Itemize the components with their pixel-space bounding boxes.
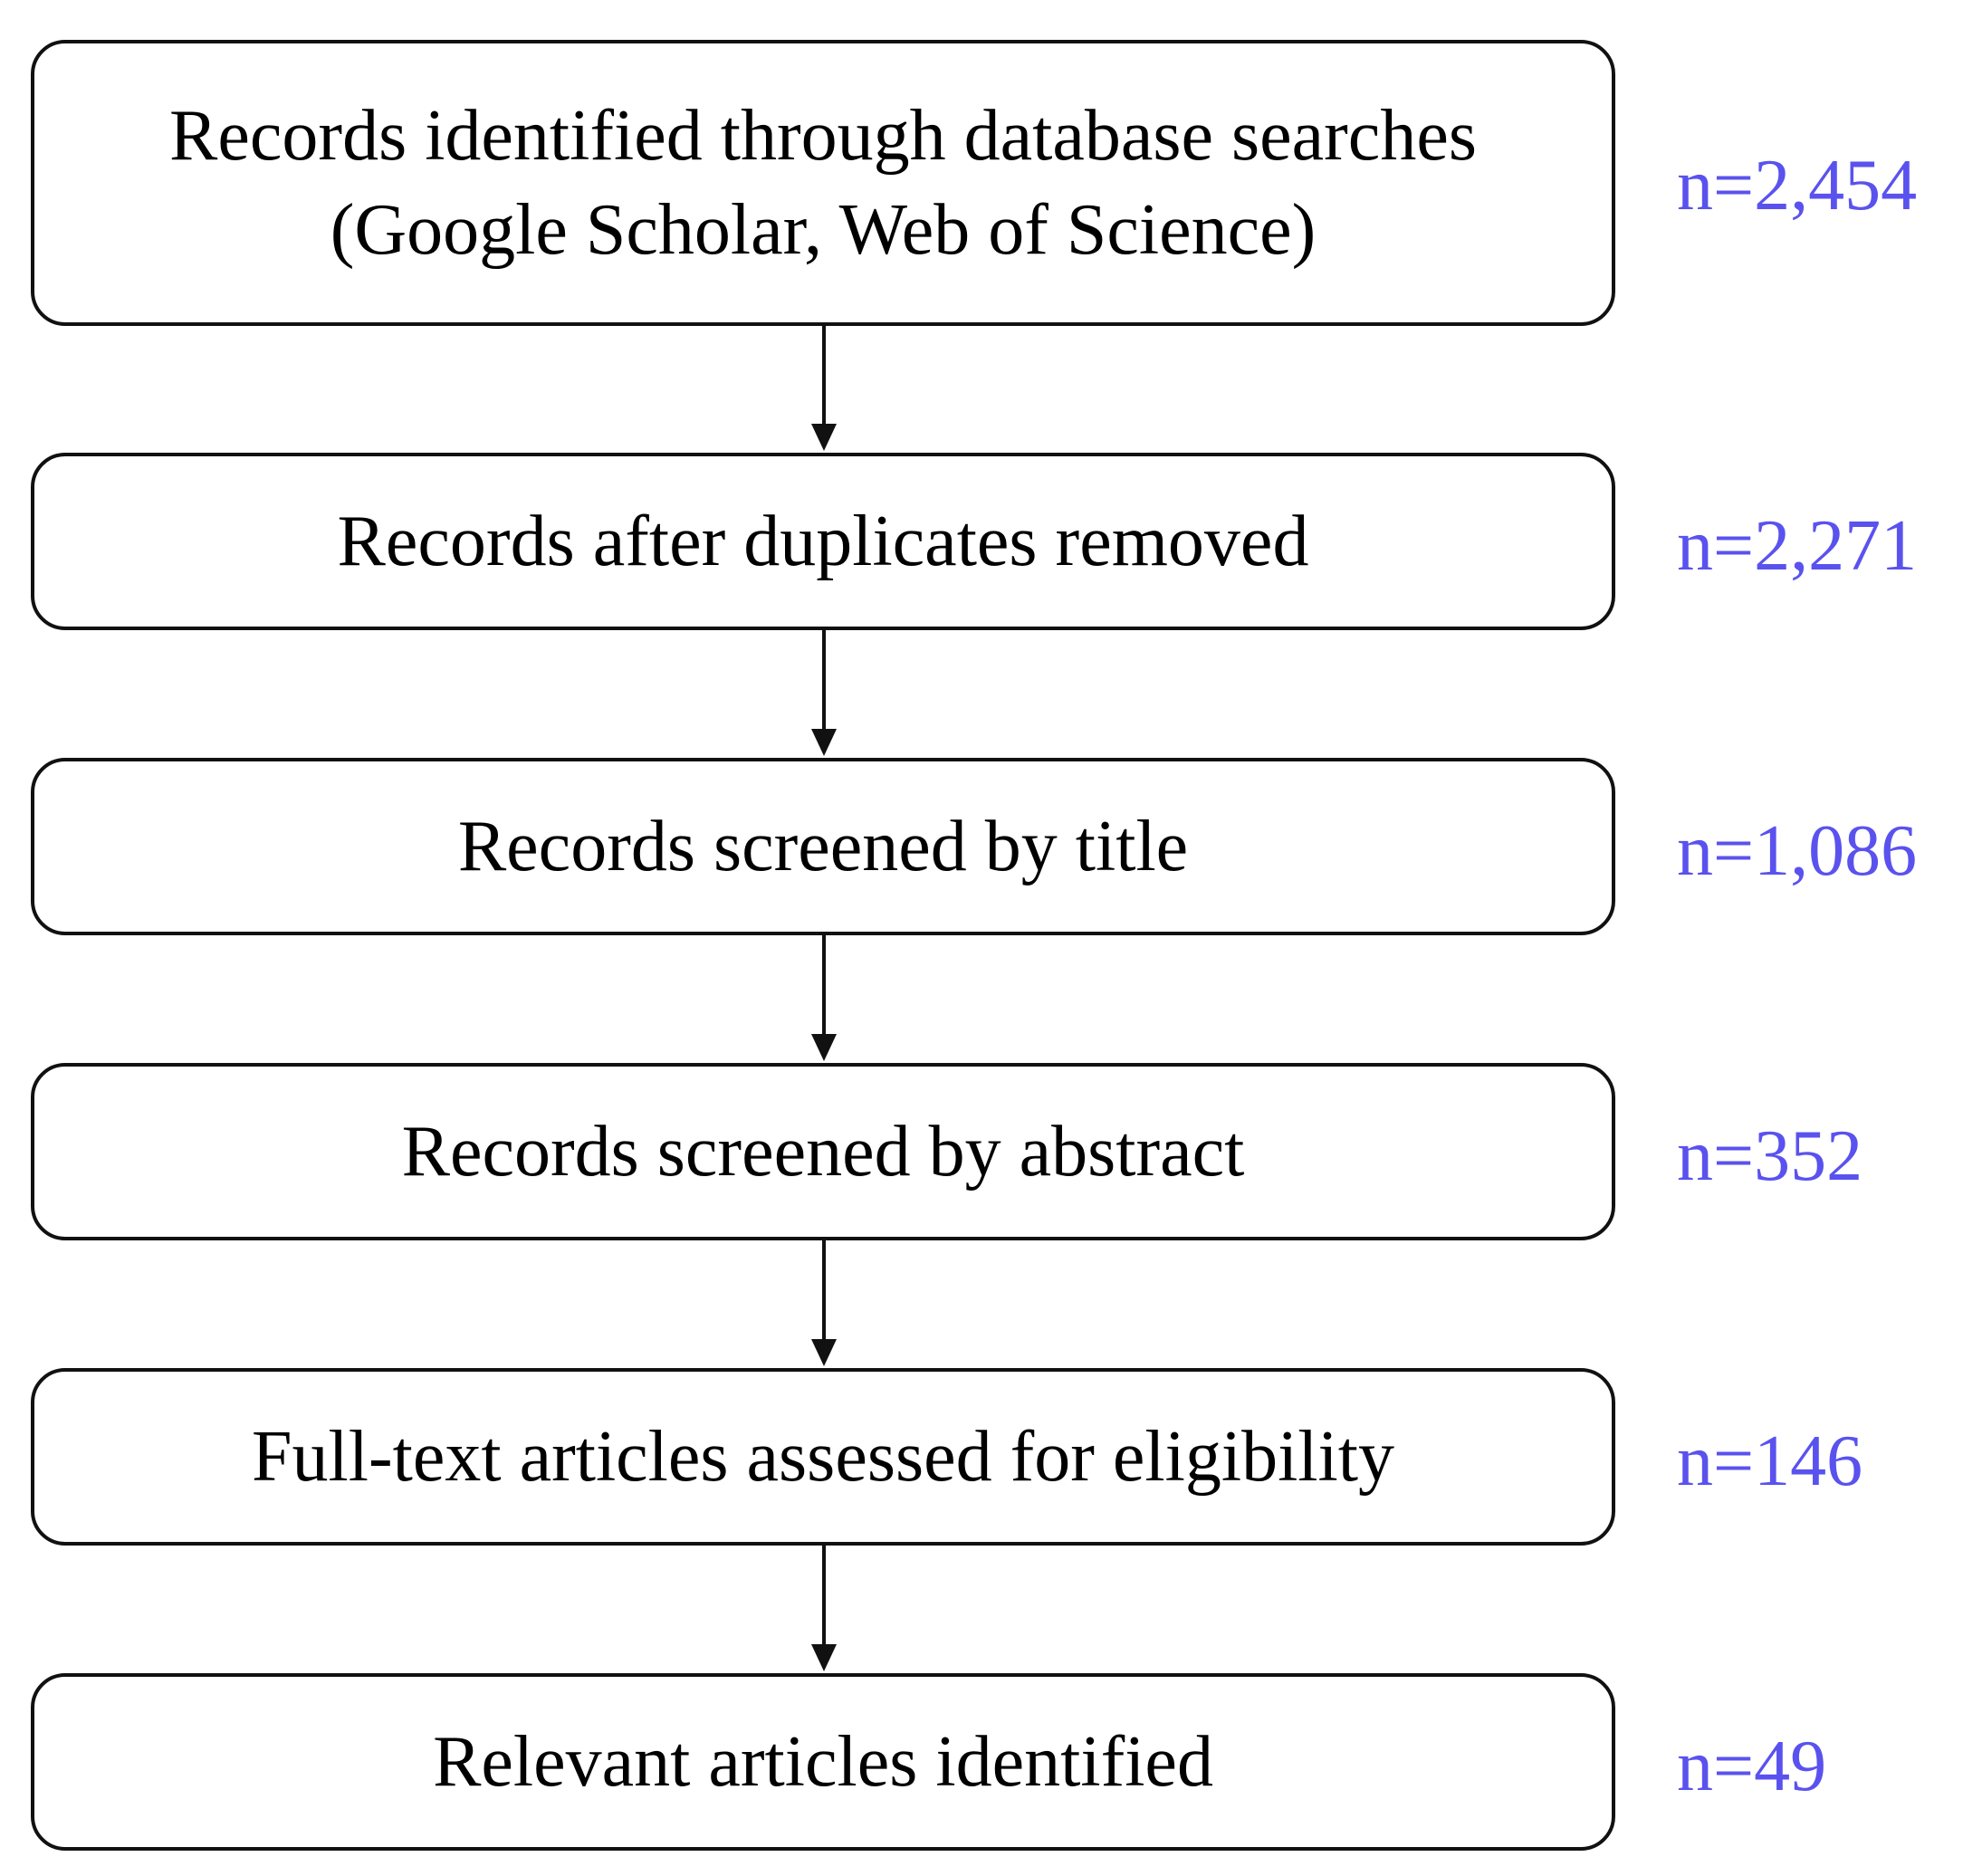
step-box-identified: Records identified through database sear…: [31, 40, 1615, 326]
step-count-screened-title: n=1,086: [1677, 811, 1918, 891]
step-box-relevant: Relevant articles identified: [31, 1673, 1615, 1851]
step-label-relevant: Relevant articles identified: [433, 1722, 1213, 1802]
step-box-screened-abstract: Records screened by abstract: [31, 1063, 1615, 1240]
step-count-identified: n=2,454: [1677, 146, 1918, 225]
step-count-duplicates-removed: n=2,271: [1677, 506, 1918, 586]
arrow-5-to-6: [811, 1546, 837, 1671]
step-box-duplicates-removed: Records after duplicates removed: [31, 453, 1615, 630]
arrow-2-to-3: [811, 630, 837, 756]
arrow-3-to-4: [811, 935, 837, 1061]
step-count-relevant: n=49: [1677, 1727, 1827, 1806]
arrow-1-to-2: [811, 326, 837, 451]
step-count-screened-abstract: n=352: [1677, 1116, 1863, 1196]
step-label-screened-abstract: Records screened by abstract: [401, 1112, 1245, 1192]
step-box-full-text: Full-text articles assessed for eligibil…: [31, 1368, 1615, 1546]
step-label-full-text: Full-text articles assessed for eligibil…: [252, 1417, 1394, 1497]
step-label-identified: Records identified through database sear…: [169, 96, 1477, 270]
step-count-full-text: n=146: [1677, 1421, 1863, 1501]
step-label-duplicates-removed: Records after duplicates removed: [337, 502, 1309, 581]
arrow-4-to-5: [811, 1240, 837, 1366]
step-box-screened-title: Records screened by title: [31, 758, 1615, 935]
step-label-screened-title: Records screened by title: [457, 807, 1189, 886]
